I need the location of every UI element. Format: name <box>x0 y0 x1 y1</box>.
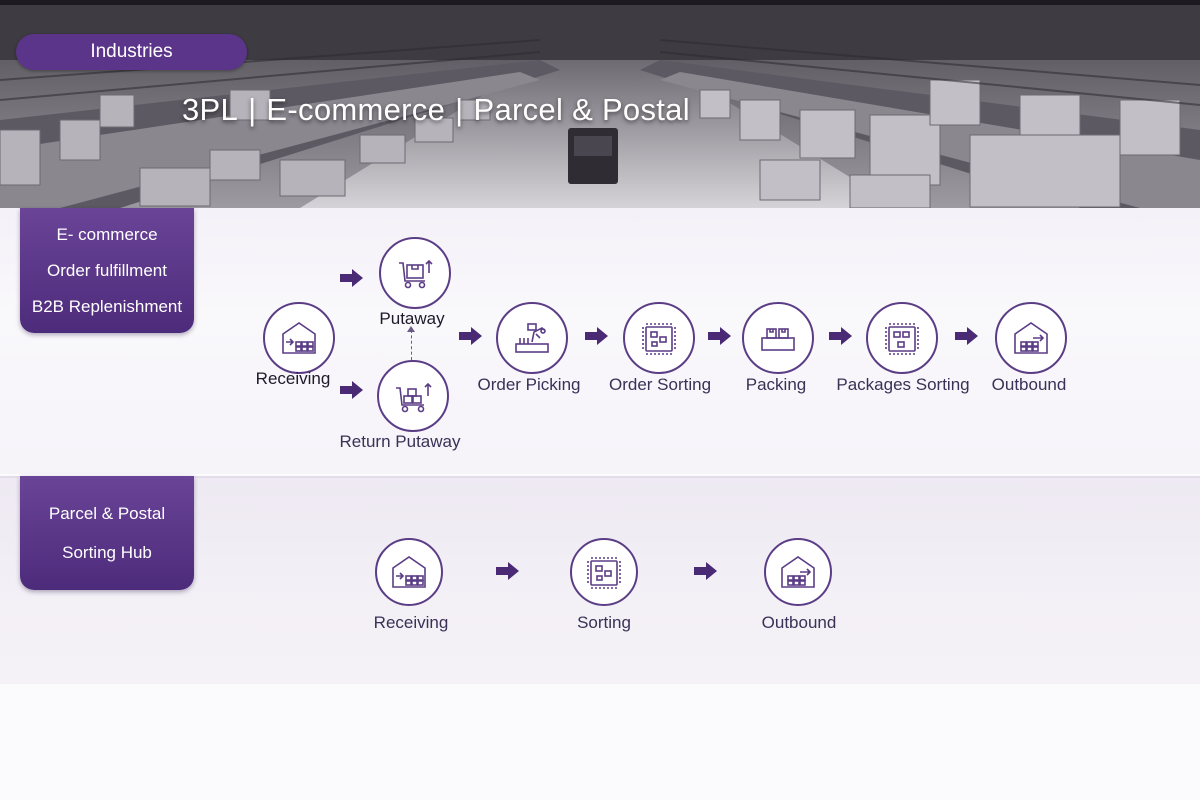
hub-receiving-label: Receiving <box>373 613 449 632</box>
return-putaway-label: Return Putaway <box>339 432 461 451</box>
sorter-icon <box>587 557 621 589</box>
hub-sorting-node-icon <box>570 538 638 606</box>
sorter-icon <box>885 323 919 355</box>
warehouse-background-image <box>0 0 1200 208</box>
arrow-right-icon <box>708 326 732 346</box>
order-sorting-label: Order Sorting <box>608 375 712 394</box>
title-parcel-postal: Parcel & Postal <box>473 92 690 127</box>
hub-sorting-label: Sorting <box>577 613 631 632</box>
industries-badge: Industries <box>16 34 247 70</box>
warehouse-outbound-icon <box>781 556 815 588</box>
order-picking-node-icon <box>496 302 568 374</box>
packages-sorting-node-icon <box>866 302 938 374</box>
hub-receiving-node-icon <box>375 538 443 606</box>
return-putaway-node-icon <box>377 360 449 432</box>
arrow-right-icon <box>955 326 979 346</box>
label-b2b-replenishment: B2B Replenishment <box>31 296 183 316</box>
order-sorting-node-icon <box>623 302 695 374</box>
receiving-label: Receiving <box>255 369 331 388</box>
arrow-right-icon <box>340 380 364 400</box>
packing-node-icon <box>742 302 814 374</box>
hub-outbound-label: Outbound <box>761 613 837 632</box>
order-picking-label: Order Picking <box>477 375 581 394</box>
arrow-right-icon <box>496 561 520 581</box>
top-rule <box>0 0 1200 5</box>
putaway-return-link <box>407 326 415 360</box>
sorter-icon <box>642 323 676 355</box>
label-sorting-hub: Sorting Hub <box>62 543 152 562</box>
cart-putaway-icon <box>399 259 433 289</box>
picking-robot-icon <box>515 323 549 353</box>
ecommerce-section-label: E- commerce Order fulfillment B2B Replen… <box>20 208 194 333</box>
arrow-right-icon <box>340 268 364 288</box>
title-separator: | <box>248 92 257 127</box>
page-title: 3PL | E-commerce | Parcel & Postal <box>182 92 690 128</box>
hub-outbound-node-icon <box>764 538 832 606</box>
packing-label: Packing <box>745 375 807 394</box>
parcel-section-label: Parcel & Postal Sorting Hub <box>20 476 194 590</box>
putaway-node-icon <box>379 237 451 309</box>
hero-banner: Industries 3PL | E-commerce | Parcel & Posta… <box>0 0 1200 208</box>
arrow-right-icon <box>829 326 853 346</box>
label-parcel-postal: Parcel & Postal <box>48 504 166 523</box>
warehouse-outbound-icon <box>1014 322 1048 354</box>
arrow-right-icon <box>694 561 718 581</box>
title-ecommerce: E-commerce <box>266 92 446 127</box>
warehouse-receiving-icon <box>282 322 316 354</box>
title-separator: | <box>455 92 464 127</box>
arrow-right-icon <box>459 326 483 346</box>
cart-return-icon <box>396 382 432 413</box>
packages-sorting-label: Packages Sorting <box>836 375 970 394</box>
receiving-node-icon <box>263 302 335 374</box>
warehouse-receiving-icon <box>392 556 426 588</box>
title-3pl: 3PL <box>182 92 239 127</box>
outbound-label: Outbound <box>991 375 1067 394</box>
putaway-label: Putaway <box>379 309 445 328</box>
label-order-fulfillment: Order fulfillment <box>47 260 167 280</box>
packing-icon <box>761 328 795 351</box>
label-ecommerce: E- commerce <box>56 224 158 244</box>
arrow-right-icon <box>585 326 609 346</box>
outbound-node-icon <box>995 302 1067 374</box>
